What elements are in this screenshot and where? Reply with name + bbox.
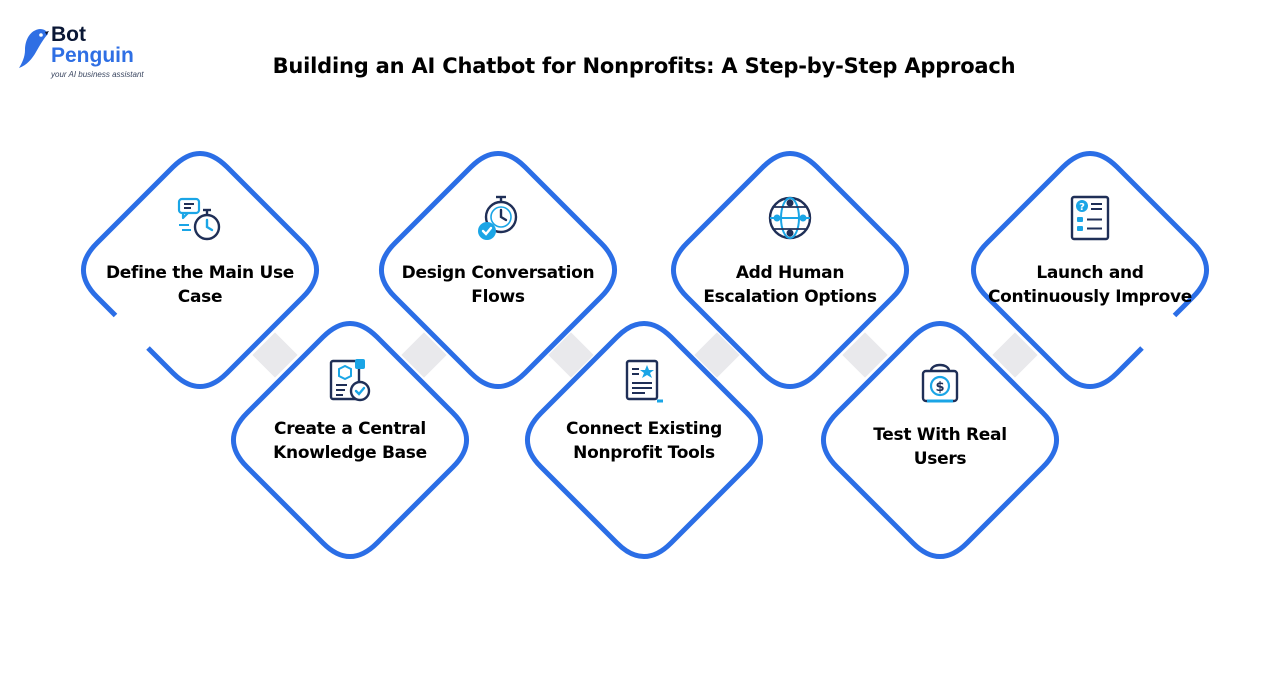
- stopwatch-check-icon: [473, 192, 523, 244]
- step-label-7: Launch and Continuously Improve: [987, 263, 1193, 307]
- step-label-1: Define the Main Use Case: [105, 263, 295, 307]
- brand-name-line1: Bot: [51, 23, 86, 46]
- shopping-bag-dollar-icon: $: [915, 356, 965, 408]
- chat-stopwatch-icon: [175, 192, 225, 244]
- penguin-icon: [19, 29, 49, 68]
- svg-text:?: ?: [1079, 202, 1085, 213]
- step-frame-6: [821, 321, 1059, 559]
- step-frame-2: [231, 321, 469, 559]
- step-label-6: Test With Real Users: [873, 425, 1007, 469]
- step-frame-1: [81, 151, 319, 389]
- page-title: Building an AI Chatbot for Nonprofits: A…: [272, 54, 1016, 78]
- step-label-2: Create a Central Knowledge Base: [273, 419, 427, 463]
- step-label-3: Design Conversation Flows: [401, 263, 595, 307]
- brand-logo: Bot Penguin your AI business assistant: [18, 24, 158, 84]
- step-label-5: Add Human Escalation Options: [703, 263, 877, 307]
- question-checklist-icon: ?: [1065, 192, 1115, 244]
- brand-name-line2: Penguin: [51, 44, 134, 67]
- step-label-4: Connect Existing Nonprofit Tools: [566, 419, 722, 463]
- brand-tagline: your AI business assistant: [51, 70, 144, 79]
- document-check-icon: [325, 356, 375, 408]
- diamond-frames: [81, 151, 1209, 559]
- star-document-icon: [619, 356, 669, 408]
- step-frame-7: [971, 151, 1209, 389]
- network-globe-icon: [765, 192, 815, 244]
- step-frame-4: [525, 321, 763, 559]
- svg-text:$: $: [935, 380, 944, 395]
- step-frame-5: [671, 151, 909, 389]
- step-frame-3: [379, 151, 617, 389]
